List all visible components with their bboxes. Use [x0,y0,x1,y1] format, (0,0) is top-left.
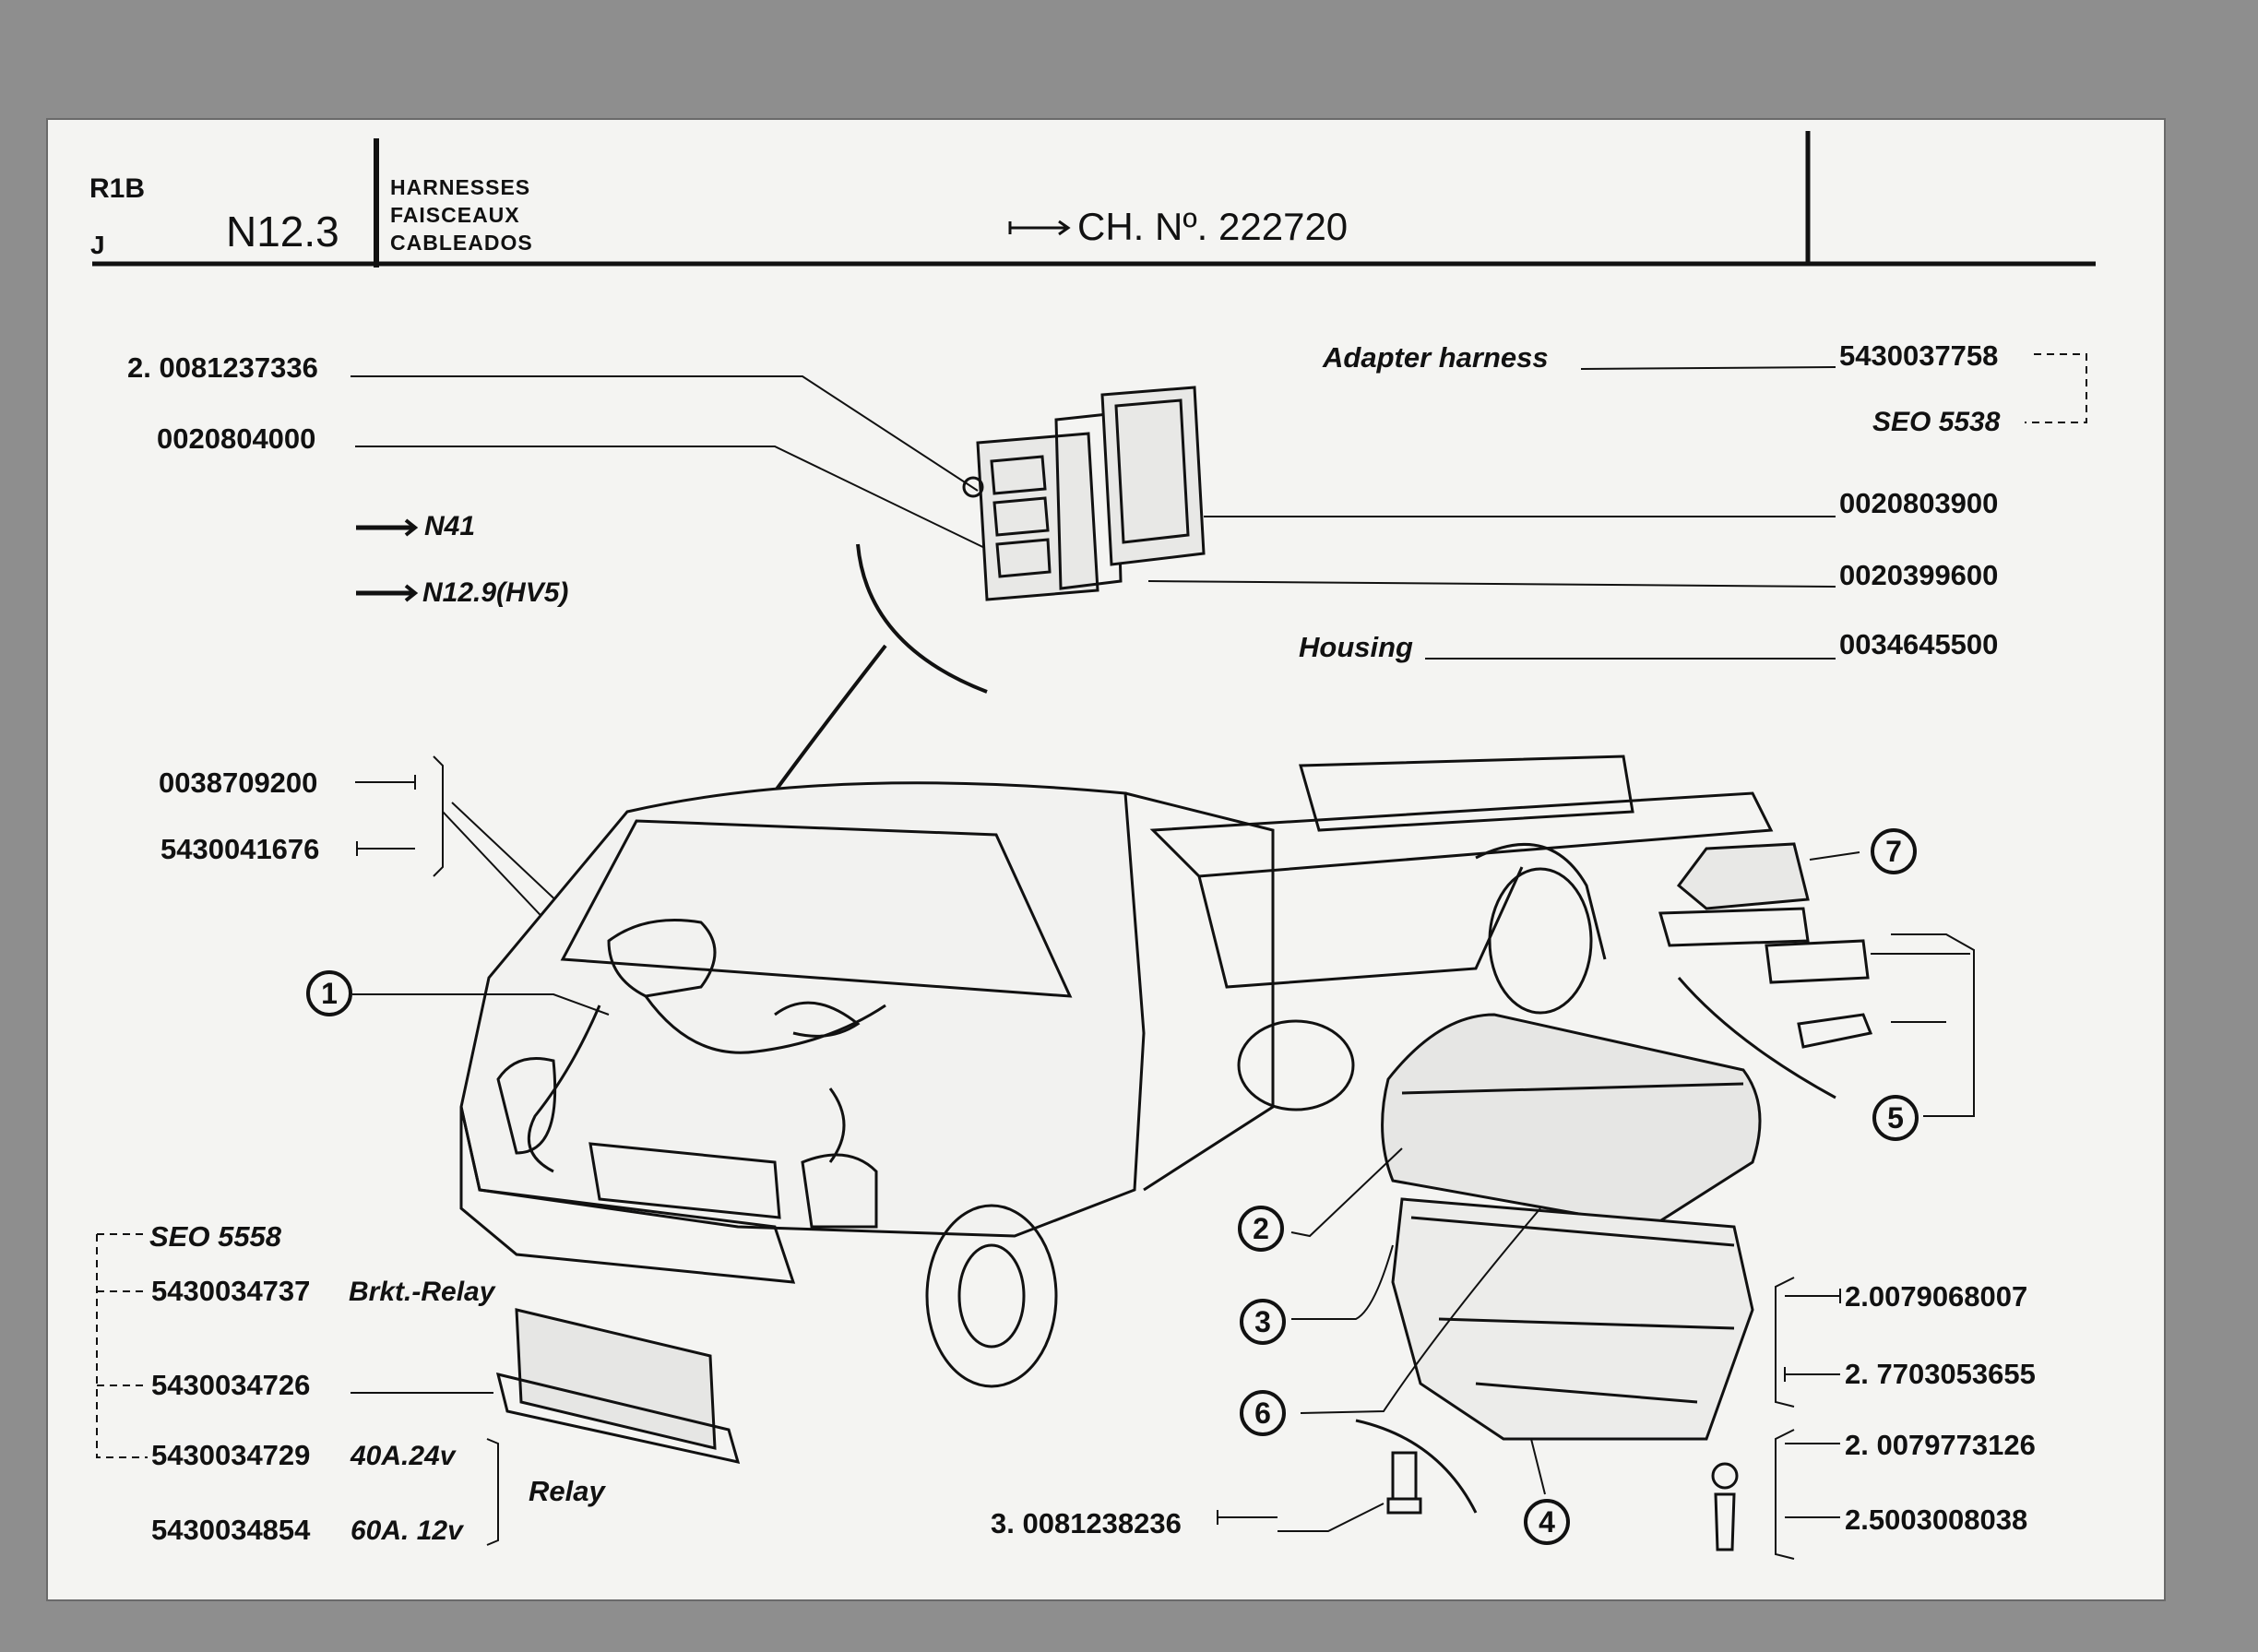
part-gasket: 0020803900 [1839,487,1999,519]
callout-5: 5 [1872,1095,1919,1141]
relay-40a-spec: 40A.24v [351,1441,456,1471]
part-screw: 2. 0081237336 [127,351,318,384]
part-harness-b: 5430041676 [160,833,320,865]
part-washer: 2.0079068007 [1845,1280,2028,1313]
ref-n41: N41 [424,511,476,541]
relay-60a-spec: 60A. 12v [351,1515,463,1546]
relay-40a-number: 5430034729 [151,1439,311,1471]
callout-6: 6 [1240,1390,1286,1436]
relay-60a-number: 5430034854 [151,1514,311,1546]
part-nut: 2. 7703053655 [1845,1358,2036,1390]
callout-4: 4 [1524,1499,1570,1545]
part-harness-a: 0038709200 [159,767,318,799]
seo-5538: SEO 5538 [1872,407,2001,437]
relay-box-number: 5430034726 [151,1369,311,1401]
seo-5558: SEO 5558 [149,1220,282,1253]
group-number: N12.3 [226,208,339,256]
housing-number: 0034645500 [1839,628,1999,660]
part-seal: 0020399600 [1839,559,1999,591]
bracket-label: Brkt.-Relay [349,1277,495,1307]
part-connector: 0020804000 [157,422,316,455]
callout-1: 1 [306,970,352,1016]
relay-label: Relay [529,1475,605,1507]
callout-3: 3 [1240,1299,1286,1345]
housing-label: Housing [1299,631,1413,663]
title-fr: FAISCEAUX [390,203,520,227]
sub-code: J [90,231,105,259]
adapter-number: 5430037758 [1839,339,1999,372]
part-bolt: 2.5003008038 [1845,1503,2028,1536]
chassis-number: CH. Nº. 222720 [1077,205,1349,248]
title-en: HARNESSES [390,175,531,199]
callout-2: 2 [1238,1206,1284,1252]
ref-n129: N12.9(HV5) [422,577,569,608]
section-code: R1B [89,173,146,204]
bracket-number: 5430034737 [151,1275,311,1307]
title-es: CABLEADOS [390,231,533,255]
part-mount-bolt: 3. 0081238236 [991,1507,1182,1539]
adapter-label: Adapter harness [1323,341,1549,374]
part-lockwasher: 2. 0079773126 [1845,1429,2036,1461]
callout-7: 7 [1871,828,1917,874]
